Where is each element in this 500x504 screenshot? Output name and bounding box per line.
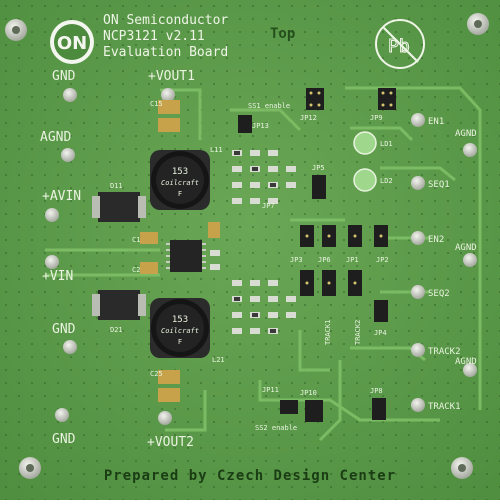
jp-label-6: JP6 [318, 256, 331, 264]
jp-label-13: JP13 [252, 122, 269, 130]
vert-track2-label: TRACK2 [354, 320, 362, 345]
label-avin: +AVIN [42, 189, 81, 204]
on-logo: ON [50, 20, 94, 64]
left-terminals [45, 88, 77, 422]
mounting-holes [5, 13, 489, 479]
vert-track1-label: TRACK1 [324, 320, 332, 345]
label-gnd-bottom: GND [52, 432, 76, 447]
controller-ic [166, 240, 206, 272]
label-seq2: SEQ2 [428, 289, 450, 299]
inductor1-marking: 153 [172, 167, 188, 177]
label-en2: EN2 [428, 235, 444, 245]
jp-label-5: JP5 [312, 164, 325, 172]
footer-credit: Prepared by Czech Design Center [104, 468, 396, 484]
inductor1-brand: Coilcraft [161, 179, 199, 187]
inductor1-ref: L11 [210, 146, 223, 154]
title-line-3: Evaluation Board [103, 45, 228, 60]
cap-c25-ref: C25 [150, 370, 163, 378]
diode2-ref: D21 [110, 326, 123, 334]
tantalum-caps [140, 100, 220, 402]
label-agnd: AGND [40, 130, 71, 145]
jp-label-3: JP3 [290, 256, 303, 264]
jp-label-9: JP9 [370, 114, 383, 122]
title-line-1: ON Semiconductor [103, 13, 228, 28]
inductor2-marking: 153 [172, 315, 188, 325]
jp-label-2: JP2 [376, 256, 389, 264]
diode1-ref: D11 [110, 182, 123, 190]
jumper-pins [305, 91, 393, 285]
label-track2: TRACK2 [428, 347, 461, 357]
title-line-2: NCP3121 v2.11 [103, 29, 205, 44]
cap-c1-ref: C1 [132, 236, 140, 244]
smd-components [210, 150, 296, 334]
right-terminals [411, 113, 477, 412]
ss2-enable-label: SS2 enable [255, 424, 297, 432]
label-vout1: +VOUT1 [148, 69, 195, 84]
label-vin: +VIN [42, 269, 73, 284]
side-label: Top [270, 26, 295, 42]
jp-label-1: JP1 [346, 256, 359, 264]
label-track1: TRACK1 [428, 402, 461, 412]
led1-ref: LD1 [380, 140, 393, 148]
inductor2-suffix: F [178, 338, 182, 346]
inductor2-brand: Coilcraft [161, 327, 199, 335]
jp-label-4: JP4 [374, 329, 387, 337]
inductor-l11: 153 Coilcraft F [150, 150, 210, 210]
vout1-terminal [161, 88, 175, 102]
label-gnd-top: GND [52, 69, 76, 84]
pb-free-icon: Pb [375, 19, 425, 69]
led2-ref: LD2 [380, 177, 393, 185]
label-gnd-mid: GND [52, 322, 76, 337]
jp-label-7: JP7 [262, 202, 275, 210]
label-agnd-r2: AGND [455, 243, 477, 253]
cap-c2-ref: C2 [132, 266, 140, 274]
leds [353, 131, 377, 192]
cap-c15-ref: C15 [150, 100, 163, 108]
jp-label-12: JP12 [300, 114, 317, 122]
svg-text:Pb: Pb [388, 36, 410, 57]
jp-label-11: JP11 [262, 386, 279, 394]
label-agnd-r3: AGND [455, 357, 477, 367]
inductor2-ref: L21 [212, 356, 225, 364]
jp-label-8: JP8 [370, 387, 383, 395]
diode-d11 [92, 192, 146, 222]
jp-label-10: JP10 [300, 389, 317, 397]
label-vout2: +VOUT2 [147, 435, 194, 450]
diode-d21 [92, 290, 146, 320]
logo-text: ON [57, 33, 87, 54]
vout2-terminal [158, 411, 172, 425]
ss1-enable-label: SS1 enable [248, 102, 290, 110]
label-seq1: SEQ1 [428, 180, 450, 190]
inductor1-suffix: F [178, 190, 182, 198]
label-agnd-r1: AGND [455, 129, 477, 139]
label-en1: EN1 [428, 117, 444, 127]
inductor-l21: 153 Coilcraft F [150, 298, 210, 358]
